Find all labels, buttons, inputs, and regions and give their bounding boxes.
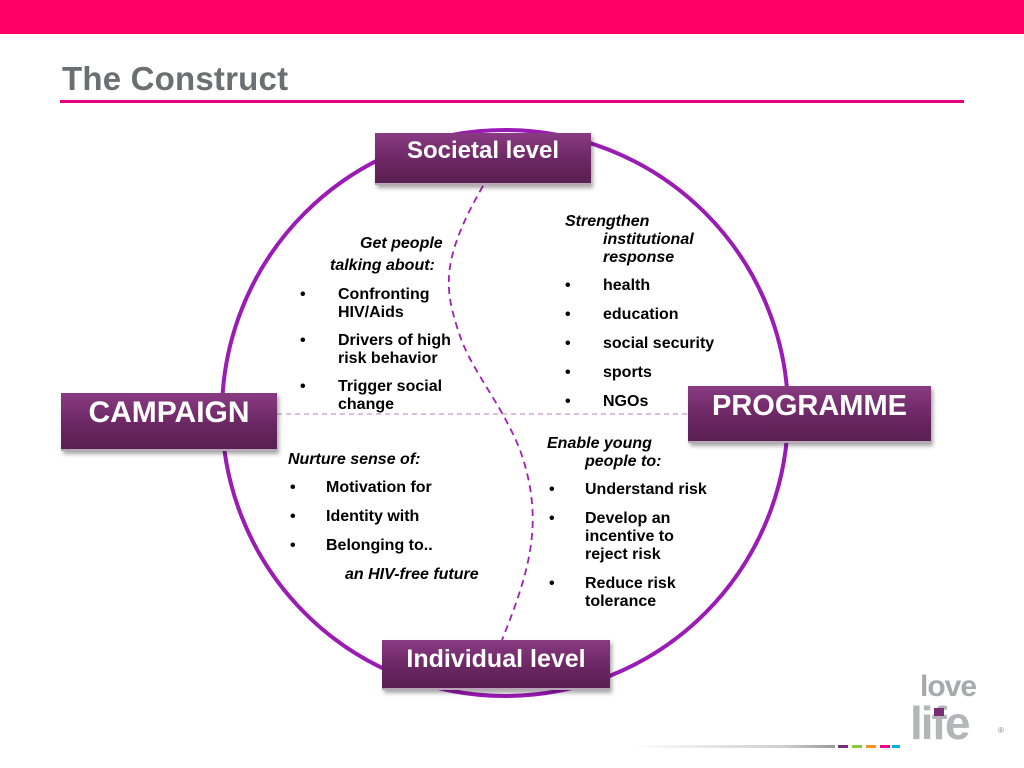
list-item: • Motivation for (288, 479, 508, 508)
list-item: • Confronting HIV/Aids (300, 286, 480, 322)
list-item-label: Motivation for (326, 479, 432, 496)
bullet-icon: • (290, 479, 296, 496)
list-item: • education (565, 306, 755, 335)
list-item-label: Belonging to.. (326, 537, 433, 554)
quadrant-heading: Enable young (547, 435, 652, 452)
quadrant-tail-text: an HIV-free future (345, 566, 479, 583)
logo-word-life: life (910, 697, 970, 749)
bullet-icon: • (549, 575, 555, 592)
bullet-icon: • (300, 332, 306, 349)
title-underline (60, 100, 964, 103)
bullet-list: • Motivation for • Identity with • Belongin… (288, 479, 508, 566)
lovelife-logo: love life ® (908, 672, 1008, 754)
bullet-icon: • (565, 364, 571, 381)
bullet-list: • health • education • social security • spo… (565, 277, 755, 422)
list-item-label: social security (603, 335, 715, 352)
list-item-label: Confronting HIV/Aids (338, 286, 430, 321)
logo-accent-square (934, 708, 944, 716)
bullet-list: • Understand risk • Develop an incentive t… (547, 481, 747, 622)
registered-mark: ® (998, 726, 1004, 735)
list-item: • Drivers of high risk behavior (300, 332, 480, 368)
bullet-icon: • (300, 378, 306, 395)
bullet-icon: • (565, 277, 571, 294)
quadrant-heading: Get people (360, 235, 443, 252)
bullet-icon: • (549, 510, 555, 527)
footer-accent-line (630, 745, 900, 748)
list-item: • Belonging to.. (288, 537, 508, 566)
list-item: • Reduce risk tolerance (547, 575, 710, 611)
list-item-label: Drivers of high risk behavior (338, 332, 451, 367)
bullet-icon: • (290, 537, 296, 554)
quadrant-heading: response (603, 249, 675, 266)
programme-box: PROGRAMME (688, 386, 931, 443)
list-item-label: NGOs (603, 393, 649, 410)
list-item-label: sports (603, 364, 652, 381)
list-item: • Identity with (288, 508, 508, 537)
bullet-icon: • (549, 481, 555, 498)
list-item: • social security (565, 335, 755, 364)
bullet-icon: • (565, 306, 571, 323)
list-item: • health (565, 277, 755, 306)
list-item-label: health (603, 277, 651, 294)
page-title: The Construct (62, 60, 289, 97)
list-item: • sports (565, 364, 755, 393)
bullet-icon: • (290, 508, 296, 525)
list-item: • Understand risk (547, 481, 747, 499)
bullet-icon: • (565, 335, 571, 352)
logo-word-love: love (920, 670, 977, 703)
quadrant-heading: institutional (603, 231, 694, 248)
list-item-label: education (603, 306, 679, 323)
bullet-icon: • (300, 286, 306, 303)
quadrant-heading: talking about: (330, 257, 435, 274)
quadrant-heading: Nurture sense of: (288, 451, 421, 468)
individual-level-box: Individual level (382, 640, 610, 690)
list-item-label: Trigger social change (338, 378, 443, 413)
bullet-icon: • (565, 393, 571, 410)
list-item-label: Reduce risk tolerance (585, 575, 676, 610)
list-item-label: Identity with (326, 508, 420, 525)
campaign-box: CAMPAIGN (61, 393, 277, 451)
quadrant-heading: people to: (585, 453, 662, 470)
bullet-list: • Confronting HIV/Aids • Drivers of high r… (300, 286, 480, 424)
societal-level-box: Societal level (375, 133, 591, 185)
quadrant-heading: Strengthen (565, 213, 650, 230)
list-item-label: Understand risk (585, 481, 707, 498)
top-accent-bar (0, 0, 1024, 34)
list-item-label: Develop an incentive to reject risk (585, 510, 674, 563)
list-item: • Develop an incentive to reject risk (547, 510, 705, 564)
list-item: • NGOs (565, 393, 755, 422)
list-item: • Trigger social change (300, 378, 480, 414)
